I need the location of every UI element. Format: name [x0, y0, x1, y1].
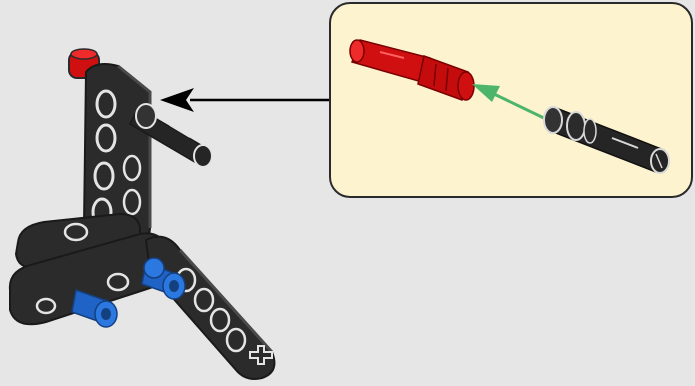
black-friction-pin-icon: [543, 106, 670, 174]
black-pin-in-beam-icon: [129, 103, 213, 168]
vertical-beam-icon: [82, 63, 152, 254]
callout-panel: [329, 2, 693, 198]
red-axle-connector-icon: [349, 39, 475, 101]
lego-assembly-model: [8, 48, 276, 380]
blue-pin-left-icon: [71, 288, 118, 328]
diagonal-beam-icon: [144, 235, 276, 380]
blue-pin-right-icon: [141, 257, 186, 300]
pointer-arrow-icon: [160, 88, 330, 112]
green-insert-arrow-icon: [472, 84, 549, 122]
